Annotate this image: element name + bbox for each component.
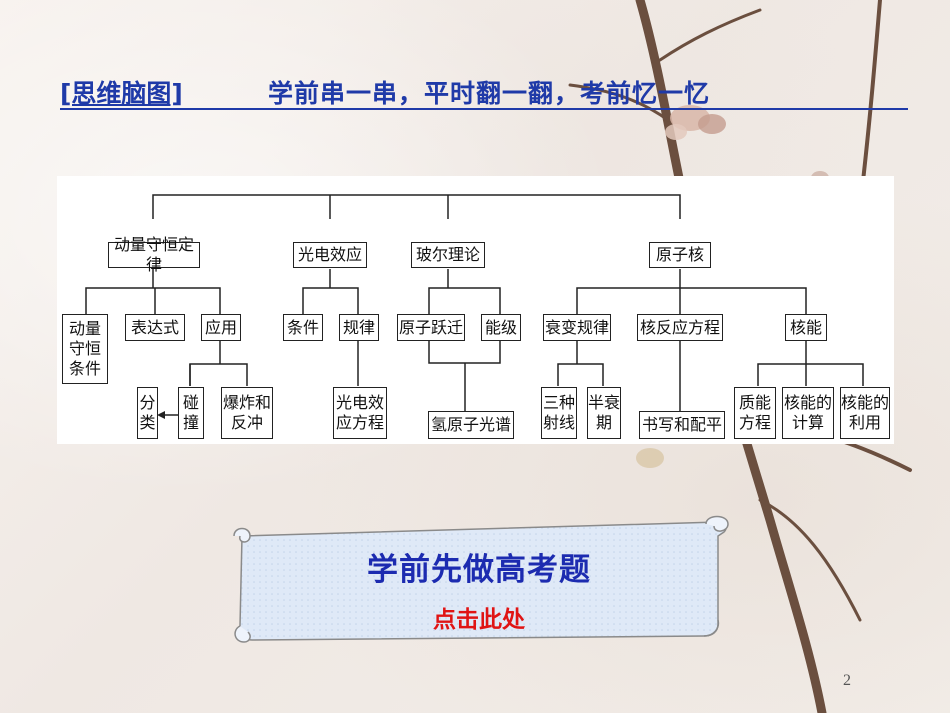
node-atomic-transition: 原子跃迁 xyxy=(397,314,465,341)
node-photoelectric-effect: 光电效应 xyxy=(293,242,367,268)
section-header: [思维脑图] 学前串一串，平时翻一翻，考前忆一忆 xyxy=(60,74,908,110)
node-collision: 碰 撞 xyxy=(178,387,204,439)
scroll-title: 学前先做高考题 xyxy=(367,552,591,588)
node-momentum-conservation: 动量守恒定律 xyxy=(108,235,200,274)
node-energy-level: 能级 xyxy=(481,314,521,341)
node-conditions: 条件 xyxy=(283,314,323,341)
section-title: 学前串一串，平时翻一翻，考前忆一忆 xyxy=(268,79,711,108)
node-decay-law: 衰变规律 xyxy=(543,314,611,341)
node-energy-calculation: 核能的 计算 xyxy=(782,387,834,439)
node-energy-utilization: 核能的 利用 xyxy=(840,387,890,439)
click-here-link[interactable]: 点击此处 xyxy=(433,607,525,633)
node-laws: 规律 xyxy=(339,314,379,341)
node-photoelectric-equation: 光电效 应方程 xyxy=(333,387,387,439)
node-nuclear-energy: 核能 xyxy=(785,314,827,341)
node-half-life: 半衰 期 xyxy=(587,387,621,439)
node-bohr-theory: 玻尔理论 xyxy=(411,242,485,268)
node-application: 应用 xyxy=(201,314,241,341)
node-mass-energy-equation: 质能 方程 xyxy=(734,387,776,439)
node-explosion-recoil: 爆炸和 反冲 xyxy=(221,387,273,439)
node-hydrogen-spectrum: 氢原子光谱 xyxy=(428,411,514,439)
scroll-shape xyxy=(233,515,729,643)
node-atomic-nucleus: 原子核 xyxy=(649,242,711,268)
node-expression: 表达式 xyxy=(125,314,185,341)
node-conservation-conditions: 动量 守恒 条件 xyxy=(62,314,108,384)
node-nuclear-equation: 核反应方程 xyxy=(637,314,723,341)
mind-map-connectors xyxy=(85,194,864,419)
page-number: 2 xyxy=(843,672,851,689)
node-classification: 分 类 xyxy=(137,387,158,439)
mind-map-diagram: 动量守恒定律 光电效应 玻尔理论 原子核 动量 守恒 条件 表达式 应用 条件 … xyxy=(57,176,894,444)
section-tag: [思维脑图] xyxy=(60,79,183,108)
node-three-rays: 三种 射线 xyxy=(541,387,577,439)
exam-scroll-banner[interactable]: 学前先做高考题 点击此处 xyxy=(228,514,730,646)
node-writing-balancing: 书写和配平 xyxy=(639,411,725,439)
